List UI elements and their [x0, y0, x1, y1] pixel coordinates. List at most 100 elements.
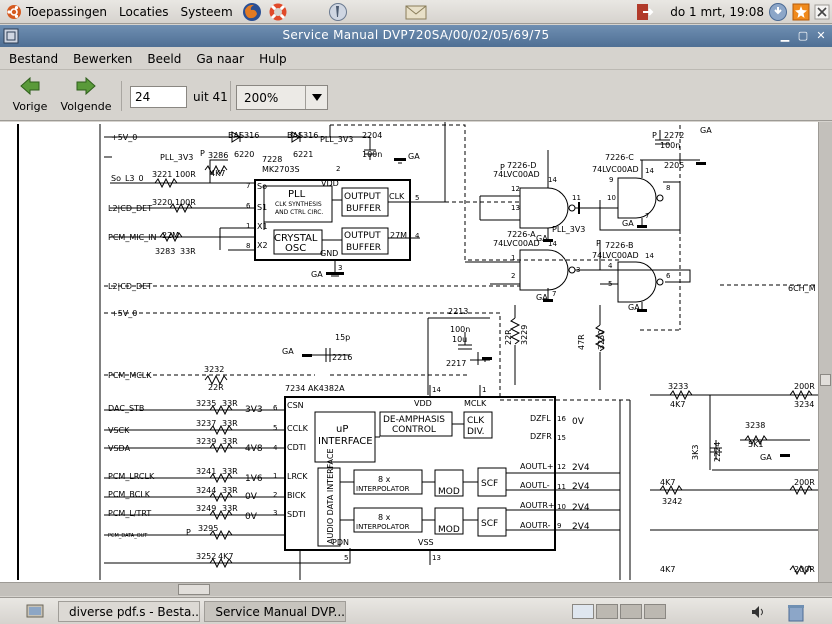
- c2216-ref: 2216: [332, 353, 352, 362]
- pin-7b: 7: [552, 290, 556, 298]
- r3221-val: 100R: [175, 170, 196, 179]
- diode1-label: BAS316: [228, 131, 259, 140]
- clk-pin-label: CLK: [389, 192, 405, 201]
- horizontal-scroll-thumb[interactable]: [178, 584, 210, 595]
- output-buffer-2: OUTPUT: [344, 231, 381, 241]
- u7226d-type: 74LVC00AD: [493, 170, 540, 179]
- menu-file[interactable]: Bestand: [9, 51, 59, 66]
- update-notifier-icon[interactable]: [768, 2, 788, 22]
- vertical-scrollbar[interactable]: [818, 122, 832, 582]
- mclk-pin-label: MCLK: [464, 399, 487, 408]
- c2204-val: 100n: [362, 150, 382, 159]
- r3229: 3229: [520, 325, 529, 345]
- pin-8: 8: [666, 184, 670, 192]
- pin-14d: 14: [645, 167, 654, 175]
- r4k7-bottom: 4K7: [660, 565, 675, 574]
- pin-3b: 3: [338, 264, 342, 272]
- menu-help[interactable]: Hulp: [259, 51, 287, 66]
- trash-icon[interactable]: [786, 602, 806, 622]
- logout-icon[interactable]: [634, 2, 654, 22]
- applications-menu[interactable]: Toepassingen: [0, 0, 113, 24]
- pin-2c: 2: [273, 491, 277, 499]
- c2216-val: 15p: [335, 333, 350, 342]
- pin-lrck: LRCK: [287, 472, 308, 481]
- pll-block-title: PLL: [288, 189, 306, 200]
- v-lrck: 1V6: [245, 474, 263, 484]
- close-button[interactable]: ✕: [816, 29, 826, 42]
- pdf-viewer-launcher[interactable]: [327, 1, 349, 23]
- p-marker-3: P: [596, 239, 601, 248]
- maximize-button[interactable]: ▢: [797, 29, 809, 42]
- r3238-val: 5K1: [748, 440, 763, 449]
- menu-go[interactable]: Ga naar: [196, 51, 245, 66]
- window-menu-icon[interactable]: [3, 28, 19, 44]
- mail-launcher[interactable]: [405, 1, 427, 23]
- c2217-ref: 2217: [446, 359, 466, 368]
- pin-11: 11: [572, 194, 581, 202]
- interp-1b: INTERPOLATOR: [356, 485, 410, 493]
- previous-page-button[interactable]: Vorige: [4, 76, 56, 117]
- menu-view[interactable]: Beeld: [147, 51, 182, 66]
- v-aoutr-m: 2V4: [572, 522, 590, 532]
- r22m-val: 22M: [162, 231, 179, 240]
- p-marker-5: P: [186, 528, 191, 537]
- gnd-label-6: GA: [536, 293, 548, 302]
- output-buffer-1b: BUFFER: [346, 204, 381, 214]
- workspace-1[interactable]: [572, 604, 594, 619]
- p-marker-4: P: [652, 131, 657, 140]
- zoom-value: 200%: [244, 91, 279, 105]
- clock[interactable]: do 1 mrt, 19:08: [670, 5, 764, 19]
- help-launcher[interactable]: [267, 1, 289, 23]
- pin-9b: 9: [557, 522, 561, 530]
- pin-aoutl-p: AOUTL+: [520, 462, 554, 471]
- firefox-launcher[interactable]: [241, 1, 263, 23]
- pin-13b: 13: [432, 554, 441, 562]
- zoom-select[interactable]: 200%: [236, 85, 328, 110]
- label-pll3v3: PLL_3V3: [160, 153, 193, 162]
- gnd-label-3: GA: [700, 126, 712, 135]
- chevron-down-icon: [305, 86, 327, 109]
- vertical-scroll-thumb[interactable]: [820, 374, 831, 386]
- ic7228-type: MK2703S: [262, 165, 300, 174]
- pin-5d: 5: [344, 554, 348, 562]
- pin-4: 4: [608, 262, 613, 270]
- scf-2: SCF: [481, 519, 498, 529]
- interp-2b: INTERPOLATOR: [356, 523, 410, 531]
- workspace-2[interactable]: [596, 604, 618, 619]
- next-page-button[interactable]: Volgende: [58, 76, 114, 117]
- r3283-val: 33R: [180, 247, 196, 256]
- r3230-val: 47R: [577, 334, 586, 350]
- window-titlebar[interactable]: Service Manual DVP720SA/00/02/05/69/75 ▁…: [0, 25, 832, 47]
- r3220-label: 3220: [152, 198, 172, 207]
- update-alert-icon[interactable]: [792, 3, 810, 21]
- system-menu[interactable]: Systeem: [175, 0, 239, 24]
- gnd-label-1: GA: [408, 152, 420, 161]
- ic7228-ref: 7228: [262, 155, 282, 164]
- r3244: 3244: [196, 486, 216, 495]
- volume-icon[interactable]: [750, 604, 766, 620]
- pdf-viewer-icon: [328, 2, 347, 21]
- pin-14e: 14: [645, 252, 654, 260]
- places-menu[interactable]: Locaties: [113, 0, 174, 24]
- workspace-4[interactable]: [644, 604, 666, 619]
- r3252-val: 4K7: [218, 552, 233, 561]
- pin-sdti: SDTI: [287, 510, 305, 519]
- page-number-input[interactable]: 24: [130, 86, 187, 108]
- minimize-button[interactable]: ▁: [780, 29, 790, 42]
- c2213-ref: 2213: [448, 307, 468, 316]
- document-view[interactable]: +5V_0 PLL_3V3 So_L3_0 L2|CD_DET PCM_MIC_…: [0, 122, 818, 582]
- task-pdf-viewer[interactable]: Service Manual DVP...: [204, 601, 346, 622]
- label-pcm-mic: PCM_MIC_IN: [108, 233, 157, 242]
- horizontal-scrollbar[interactable]: [0, 582, 832, 596]
- show-desktop-icon[interactable]: [26, 603, 44, 619]
- pin-aoutr-m: AOUTR-: [520, 521, 551, 530]
- workspace-3[interactable]: [620, 604, 642, 619]
- c2272-ref: 2272: [664, 131, 684, 140]
- r3295: 3295: [198, 524, 218, 533]
- menu-edit[interactable]: Bewerken: [73, 51, 133, 66]
- label-6ch: 6CH_M: [788, 284, 816, 293]
- task-file-browser[interactable]: diverse pdf.s - Besta...: [58, 601, 200, 622]
- r3235: 3235: [196, 399, 216, 408]
- close-panel-icon[interactable]: [814, 4, 830, 20]
- audio-interface-label: AUDIO DATA INTERFACE: [326, 448, 335, 544]
